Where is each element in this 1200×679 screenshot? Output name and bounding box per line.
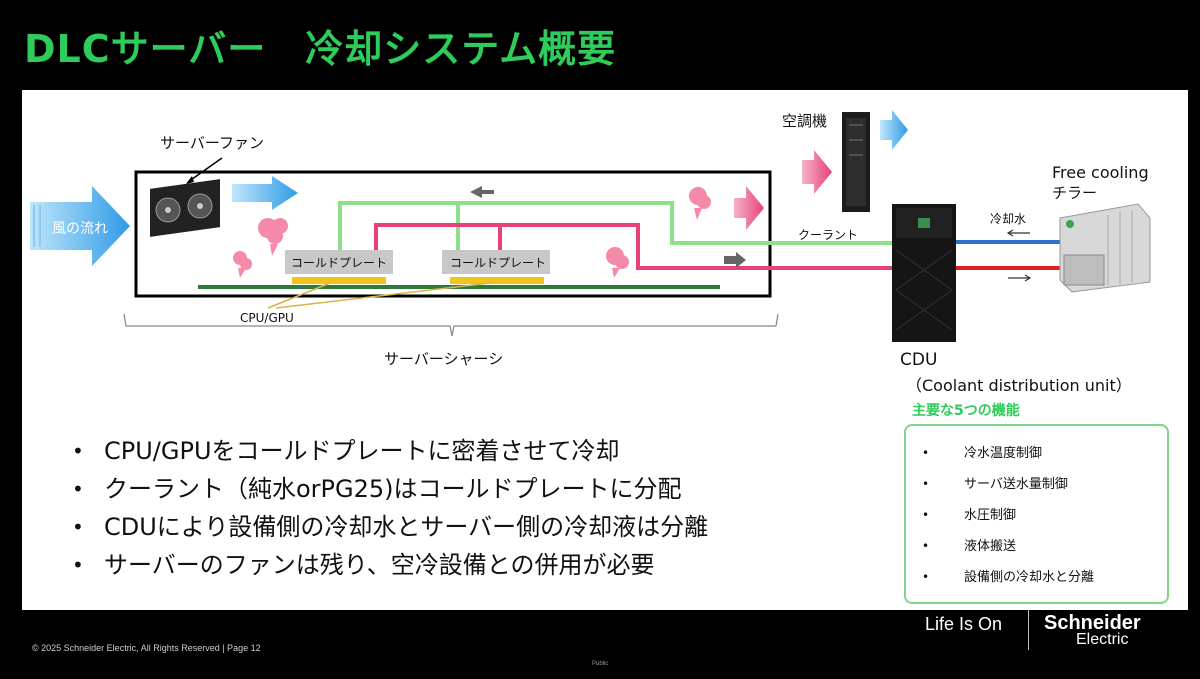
functions-title: 主要な5つの機能 [912, 403, 1020, 419]
bullet-dot-icon: • [922, 508, 930, 522]
function-item: • サーバ送水量制御 [906, 469, 1167, 500]
coolant-label: クーラント [798, 228, 859, 242]
bullet-dot-icon: • [72, 477, 84, 501]
chassis-label: サーバーシャーシ [384, 350, 504, 368]
cold-plate-1 [285, 250, 393, 274]
return-flow-arrow [724, 252, 746, 268]
diagram-panel [22, 90, 1188, 610]
cold-plate-2 [442, 250, 550, 274]
air-conditioner-icon [842, 112, 870, 212]
wind-label: 風の流れ [52, 221, 108, 237]
wind-arrow [30, 186, 130, 266]
cold-plate-label-2: コールドプレート [450, 256, 547, 270]
bullet-dot-icon: • [922, 477, 930, 491]
key-point-text: CPU/GPUをコールドプレートに密着させて冷却 [104, 437, 620, 465]
bullet-dot-icon: • [72, 515, 84, 539]
chassis-brace [123, 313, 779, 337]
function-text: 設備側の冷却水と分離 [964, 570, 1095, 585]
functions-box: • 冷水温度制御 • サーバ送水量制御 • 水圧制御 • 液体搬送 • 設備側の冷却水と分… [904, 424, 1169, 604]
hot-air-arrow-1 [734, 186, 764, 230]
water-flow-arrows [1006, 229, 1032, 282]
server-fan-icon [150, 179, 220, 237]
server-fan-label: サーバーファン [160, 134, 264, 152]
bullet-dot-icon: • [72, 553, 84, 577]
hot-air-arrow-2 [802, 150, 832, 194]
key-point-item: • サーバーのファンは残り、空冷設備との併用が必要 [68, 546, 708, 584]
function-item: • 液体搬送 [906, 531, 1167, 562]
function-item: • 冷水温度制御 [906, 438, 1167, 469]
aircon-label: 空調機 [782, 112, 828, 130]
chiller-label: チラー [1052, 184, 1098, 202]
key-point-item: • クーラント（純水orPG25)はコールドプレートに分配 [68, 470, 708, 508]
supply-flow-arrow [470, 186, 494, 198]
aircon-exhaust-arrow [880, 110, 908, 150]
bullet-dot-icon: • [922, 570, 930, 584]
cpu-gpu-pointers [267, 282, 491, 309]
key-point-item: • CDUにより設備側の冷却水とサーバー側の冷却液は分離 [68, 508, 708, 546]
life-is-on-tagline: Life Is On [925, 614, 1003, 634]
heat-cloud-icons [233, 187, 711, 278]
function-text: 冷水温度制御 [964, 446, 1043, 461]
key-point-item: • CPU/GPUをコールドプレートに密着させて冷却 [68, 432, 708, 470]
electric-logo-text: Electric [1076, 631, 1129, 648]
slide-title: DLCサーバー 冷却システム概要 [24, 27, 617, 71]
chilled-water-label: 冷却水 [990, 212, 1027, 226]
schneider-logo-text: Schneider [1044, 612, 1141, 634]
function-text: 液体搬送 [964, 539, 1017, 554]
bullet-dot-icon: • [922, 446, 930, 460]
brand-divider [1028, 610, 1029, 650]
key-point-text: サーバーのファンは残り、空冷設備との併用が必要 [104, 551, 655, 579]
cdu-full-label: （Coolant distribution unit） [906, 376, 1132, 395]
footer-copyright: © 2025 Schneider Electric, All Rights Re… [32, 643, 261, 653]
function-text: 水圧制御 [964, 508, 1017, 523]
cpu-chip-1 [292, 277, 386, 284]
bullet-dot-icon: • [72, 439, 84, 463]
footer-classification: Public [592, 661, 609, 667]
server-chassis-box [134, 170, 772, 298]
free-cooling-chiller-icon [1059, 203, 1151, 293]
key-point-text: クーラント（純水orPG25)はコールドプレートに分配 [104, 475, 682, 503]
cdu-label: CDU [900, 350, 938, 370]
free-cooling-label: Free cooling [1052, 163, 1149, 182]
function-text: サーバ送水量制御 [964, 477, 1068, 492]
cold-plate-label-1: コールドプレート [291, 256, 388, 270]
server-fan-pointer [187, 157, 223, 183]
fan-airflow-arrow [232, 176, 298, 210]
function-item: • 水圧制御 [906, 500, 1167, 531]
cpu-gpu-label: CPU/GPU [240, 311, 294, 325]
bullet-dot-icon: • [922, 539, 930, 553]
return-coolant-line [374, 223, 892, 270]
function-item: • 設備側の冷却水と分離 [906, 562, 1167, 593]
cdu-cabinet-icon [892, 204, 956, 342]
key-points-list: • CPU/GPUをコールドプレートに密着させて冷却 • クーラント（純水orPG2… [68, 432, 708, 584]
key-point-text: CDUにより設備側の冷却水とサーバー側の冷却液は分離 [104, 513, 709, 541]
cpu-chip-2 [450, 277, 544, 284]
